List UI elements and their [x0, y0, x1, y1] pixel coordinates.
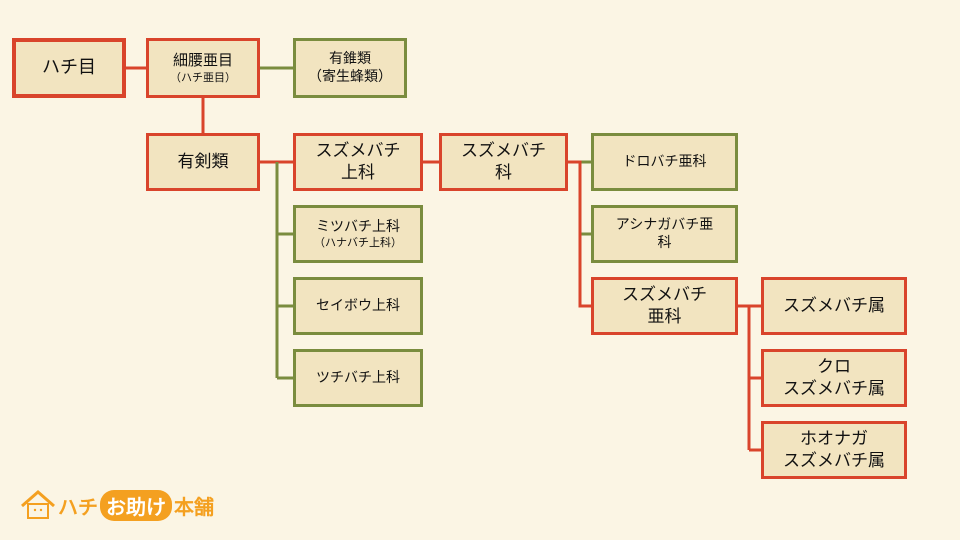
node-sublabel: （寄生蜂類）: [308, 69, 392, 85]
connector: [275, 162, 293, 380]
logo-text: ハチ: [58, 494, 98, 519]
node-chrysidoidea: セイボウ上科: [293, 277, 423, 335]
node-order: ハチ目: [12, 38, 126, 98]
node-label: スズメバチ属: [783, 295, 885, 316]
node-vespidae: スズメバチ 科: [439, 133, 568, 191]
node-label: スズメバチ 上科: [315, 140, 401, 183]
node-label: ホオナガ スズメバチ属: [783, 428, 885, 471]
logo-text: 本舗: [174, 494, 214, 519]
node-suborder: 細腰亜目（ハチ亜目）: [146, 38, 260, 98]
node-dolichovespula: ホオナガ スズメバチ属: [761, 421, 907, 479]
node-parasitica: 有錐類 （寄生蜂類）: [293, 38, 407, 98]
node-label: セイボウ上科: [316, 297, 400, 314]
node-vespinae: スズメバチ 亜科: [591, 277, 738, 335]
node-apoidea: ミツバチ上科（ハナバチ上科）: [293, 205, 423, 263]
node-label: ドロバチ亜科: [622, 153, 707, 170]
connector: [568, 160, 591, 308]
node-label: クロ スズメバチ属: [783, 356, 885, 399]
node-label: ツチバチ上科: [316, 369, 400, 386]
node-label: アシナガバチ亜 科: [615, 216, 714, 251]
node-polistinae: アシナガバチ亜 科: [591, 205, 738, 263]
node-sublabel: （ハチ亜目）: [170, 70, 236, 84]
node-label: スズメバチ 亜科: [622, 284, 707, 327]
connector: [738, 304, 761, 452]
node-label: 細腰亜目: [172, 51, 233, 70]
node-aculeata: 有剣類: [146, 133, 260, 191]
node-label: ハチ目: [42, 57, 96, 79]
node-label: スズメバチ 科: [461, 140, 546, 183]
brand-logo: ハチ お助け 本舗: [18, 488, 214, 522]
node-label: ミツバチ上科: [316, 218, 400, 235]
node-scolioidea: ツチバチ上科: [293, 349, 423, 407]
node-vespa: スズメバチ属: [761, 277, 907, 335]
node-vespula: クロ スズメバチ属: [761, 349, 907, 407]
node-label: 有錐類: [329, 50, 371, 67]
house-mascot-icon: [21, 490, 55, 519]
node-sublabel: （ハナバチ上科）: [314, 235, 402, 249]
node-vespoidea: スズメバチ 上科: [293, 133, 423, 191]
node-label: 有剣類: [177, 151, 229, 172]
logo-text: お助け: [100, 489, 172, 521]
node-eumeninae: ドロバチ亜科: [591, 133, 738, 191]
